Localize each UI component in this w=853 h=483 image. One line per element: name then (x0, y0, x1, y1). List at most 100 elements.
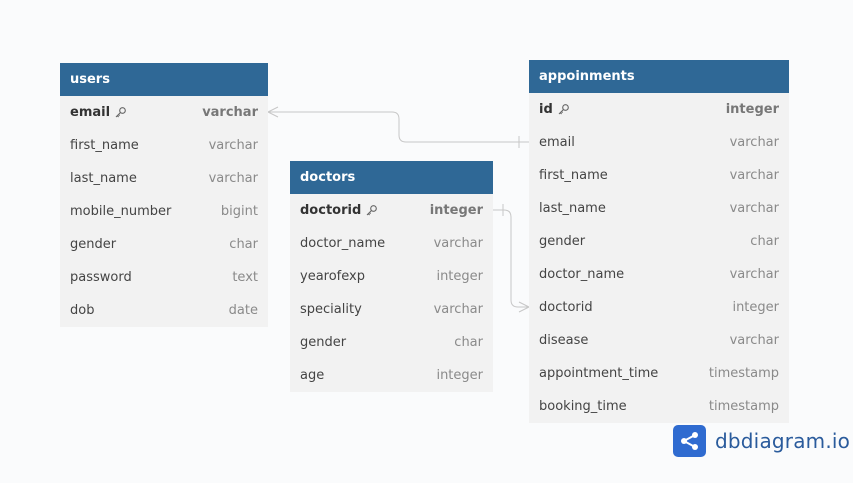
field-name-text: appointment_time (539, 366, 659, 381)
field-type: varchar (433, 302, 483, 317)
field-name: first_name (539, 168, 608, 183)
link-users-email-to-appoinments-email (268, 111, 529, 143)
field-name: dob (70, 303, 94, 318)
key-icon (114, 106, 127, 119)
field-name-text: first_name (539, 168, 608, 183)
field-type: varchar (729, 201, 779, 216)
field-name: gender (70, 237, 116, 252)
field-row[interactable]: disease varchar (529, 324, 789, 357)
table-header[interactable]: doctors (290, 161, 493, 194)
field-row[interactable]: yearofexp integer (290, 260, 493, 293)
field-name-text: age (300, 368, 325, 383)
field-row[interactable]: first_name varchar (60, 129, 268, 162)
dbdiagram-brand[interactable]: dbdiagram.io (673, 425, 850, 457)
field-row[interactable]: email varchar (60, 96, 268, 129)
field-name-text: dob (70, 303, 95, 318)
field-row[interactable]: gender char (60, 228, 268, 261)
field-name-text: last_name (539, 201, 606, 216)
field-name-text: gender (300, 335, 347, 350)
field-name-text: doctorid (539, 300, 593, 315)
field-name-text: last_name (70, 171, 137, 186)
field-name-text: email (539, 135, 575, 150)
field-name: disease (539, 333, 588, 348)
field-row[interactable]: id integer (529, 93, 789, 126)
field-type: varchar (208, 171, 258, 186)
field-type: bigint (220, 204, 258, 219)
field-type: text (232, 270, 258, 285)
field-name-text: mobile_number (70, 204, 172, 219)
field-row[interactable]: password text (60, 261, 268, 294)
field-type: integer (725, 102, 779, 117)
field-type: timestamp (708, 366, 779, 381)
dbdiagram-logo-icon (673, 425, 706, 457)
many-crowfoot-icon (518, 301, 530, 313)
field-name-text: id (539, 102, 553, 117)
link-doctors-doctorid-to-appoinments-doctorid (493, 209, 529, 308)
field-name: doctorid (539, 300, 593, 315)
table-header[interactable]: appoinments (529, 60, 789, 93)
field-name-text: gender (539, 234, 586, 249)
field-type: varchar (729, 135, 779, 150)
field-row[interactable]: speciality varchar (290, 293, 493, 326)
field-name-text: password (70, 270, 132, 285)
field-row[interactable]: first_name varchar (529, 159, 789, 192)
field-type: varchar (729, 168, 779, 183)
field-type: varchar (433, 236, 483, 251)
field-row[interactable]: gender char (529, 225, 789, 258)
field-name: password (70, 270, 132, 285)
field-name-text: doctorid (300, 203, 362, 218)
field-row[interactable]: gender char (290, 326, 493, 359)
field-name: yearofexp (300, 269, 365, 284)
field-row[interactable]: appointment_time timestamp (529, 357, 789, 390)
field-name: appointment_time (539, 366, 658, 381)
field-name-text: doctor_name (300, 236, 386, 251)
field-name: email (539, 135, 575, 150)
field-row[interactable]: last_name varchar (60, 162, 268, 195)
field-type: integer (429, 203, 483, 218)
field-name: mobile_number (70, 204, 171, 219)
many-crowfoot-icon (267, 106, 279, 118)
key-icon (557, 103, 570, 116)
field-name: last_name (70, 171, 137, 186)
field-name: last_name (539, 201, 606, 216)
field-name: id (539, 102, 570, 117)
field-type: varchar (208, 138, 258, 153)
field-name: age (300, 368, 324, 383)
field-row[interactable]: age integer (290, 359, 493, 392)
field-row[interactable]: doctor_name varchar (290, 227, 493, 260)
field-name: doctorid (300, 203, 378, 218)
field-type: char (454, 335, 483, 350)
brand-name: dbdiagram.io (715, 429, 851, 453)
field-name-text: email (70, 105, 111, 120)
field-row[interactable]: doctorid integer (529, 291, 789, 324)
field-type: char (750, 234, 779, 249)
field-type: integer (732, 300, 779, 315)
field-row[interactable]: dob date (60, 294, 268, 327)
field-name-text: doctor_name (539, 267, 625, 282)
field-name-text: gender (70, 237, 117, 252)
field-type: date (228, 303, 258, 318)
key-icon (365, 204, 378, 217)
field-type: char (229, 237, 258, 252)
field-type: integer (436, 368, 483, 383)
field-type: varchar (729, 333, 779, 348)
field-row[interactable]: email varchar (529, 126, 789, 159)
field-name-text: disease (539, 333, 589, 348)
table-header[interactable]: users (60, 63, 268, 96)
field-type: varchar (202, 105, 258, 120)
field-name-text: first_name (70, 138, 139, 153)
field-row[interactable]: mobile_number bigint (60, 195, 268, 228)
field-name: first_name (70, 138, 139, 153)
field-name-text: booking_time (539, 399, 627, 414)
field-name-text: speciality (300, 302, 362, 317)
field-name: gender (300, 335, 346, 350)
field-type: integer (436, 269, 483, 284)
field-row[interactable]: doctorid integer (290, 194, 493, 227)
field-row[interactable]: last_name varchar (529, 192, 789, 225)
